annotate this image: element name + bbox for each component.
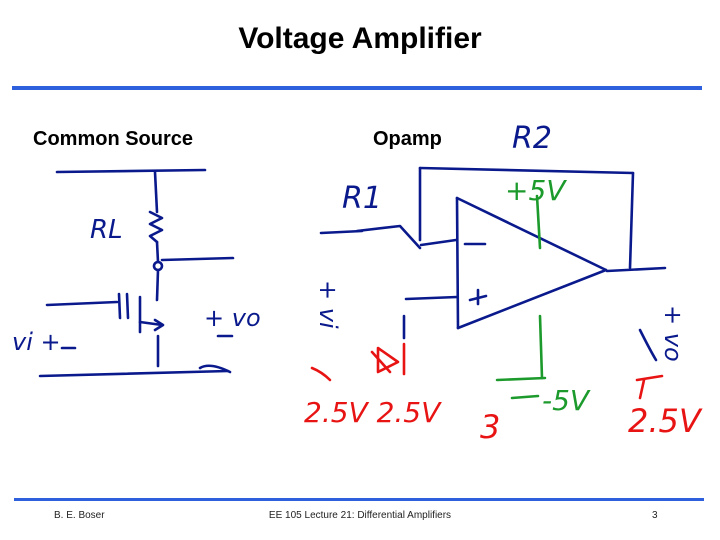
r2-label: R2 bbox=[512, 121, 552, 156]
slide-title: Voltage Amplifier bbox=[238, 22, 482, 55]
ground-number: 3 bbox=[480, 408, 500, 446]
vo-right-label: + vo bbox=[659, 305, 687, 362]
footer-course: EE 105 Lecture 21: Differential Amplifie… bbox=[268, 510, 452, 521]
vminus-label: -5V bbox=[542, 384, 591, 417]
vo-left-label: + vo bbox=[204, 304, 261, 332]
vi-right-label: + vi bbox=[314, 280, 342, 329]
rl-label: RL bbox=[90, 215, 123, 245]
vplus-label: +5V bbox=[505, 174, 567, 207]
r1-label: R1 bbox=[342, 181, 382, 216]
vi-left-label: vi + bbox=[12, 328, 61, 356]
common-source-heading: Common Source bbox=[33, 128, 194, 150]
footer-author: B. E. Boser bbox=[54, 510, 105, 521]
title-divider bbox=[12, 86, 702, 90]
page-number: 3 bbox=[652, 510, 658, 521]
bias-output-label: 2.5V bbox=[628, 402, 703, 440]
opamp-heading: Opamp bbox=[373, 128, 442, 150]
bias-input-label: 2.5V 2.5V bbox=[304, 396, 442, 429]
footer-divider bbox=[14, 498, 704, 501]
common-source-circuit bbox=[38, 168, 235, 378]
opamp-circuit bbox=[319, 166, 667, 362]
supply-rails bbox=[495, 194, 547, 400]
bias-annotations bbox=[310, 342, 664, 400]
